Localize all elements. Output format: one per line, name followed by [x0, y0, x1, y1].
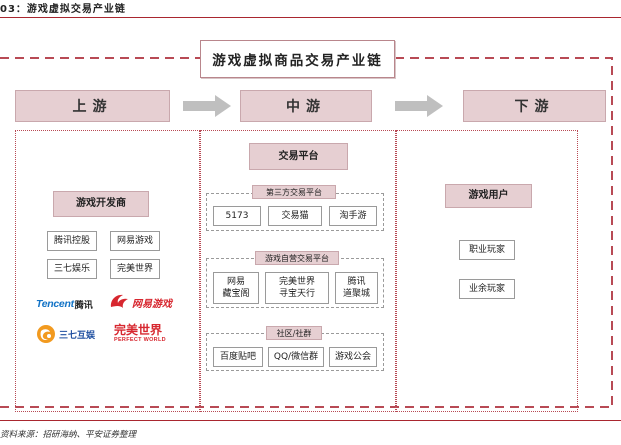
bottom-rule: [0, 420, 621, 421]
arrow-right-icon: [395, 95, 443, 117]
top-rule: [0, 17, 621, 18]
trading-platform-title: 交易平台: [249, 143, 348, 170]
tencent-logo-text: Tencent: [36, 298, 74, 310]
netease-logo-text: 网易游戏: [132, 298, 172, 310]
midstream-panel: [200, 130, 396, 412]
group-label: 社区/社群: [266, 326, 322, 340]
tencent-logo-cn: 腾讯: [74, 300, 93, 311]
stage-upstream: 上游: [15, 90, 170, 122]
platform-item: QQ/微信群: [268, 347, 324, 367]
platform-item: 完美世界 寻宝天行: [265, 272, 329, 304]
netease-logo: 网易游戏: [108, 290, 173, 314]
group-label: 游戏自营交易平台: [255, 251, 339, 265]
netease-swirl-icon: [110, 294, 128, 308]
upstream-panel: [15, 130, 200, 412]
user-item: 业余玩家: [459, 279, 515, 299]
sanqi-logo: 三七互娱: [36, 322, 100, 346]
user-item: 职业玩家: [459, 240, 515, 260]
arrow-right-icon: [183, 95, 231, 117]
group-label: 第三方交易平台: [252, 185, 336, 199]
developer-title: 游戏开发商: [53, 191, 149, 217]
platform-item: 交易猫: [268, 206, 322, 226]
developer-item: 腾讯控股: [47, 231, 97, 251]
downstream-panel: [396, 130, 578, 412]
sanqi-logo-text: 三七互娱: [59, 330, 96, 341]
platform-item: 游戏公会: [329, 347, 377, 367]
source-note: 资料来源：招研海纳、平安证券整理: [0, 430, 137, 440]
figure-caption: 03：游戏虚拟交易产业链: [0, 4, 126, 15]
platform-item: 腾讯 道聚城: [335, 272, 378, 304]
stage-midstream: 中游: [240, 90, 372, 122]
developer-item: 完美世界: [110, 259, 160, 279]
perfect-world-logo: 完美世界 PERFECT WORLD: [114, 319, 174, 347]
perfect-world-logo-en: PERFECT WORLD: [114, 336, 166, 343]
platform-item: 5173: [213, 206, 261, 226]
sanqi-swirl-icon: [37, 325, 55, 343]
developer-item: 网易游戏: [110, 231, 160, 251]
perfect-world-logo-cn: 完美世界: [114, 322, 163, 337]
game-users-title: 游戏用户: [445, 184, 532, 208]
platform-item: 网易 藏宝阁: [213, 272, 259, 304]
tencent-logo: Tencent 腾讯: [36, 295, 102, 313]
developer-item: 三七娱乐: [47, 259, 97, 279]
platform-item: 百度贴吧: [213, 347, 263, 367]
platform-item: 淘手游: [329, 206, 377, 226]
chain-title: 游戏虚拟商品交易产业链: [200, 40, 395, 78]
stage-downstream: 下游: [463, 90, 606, 122]
